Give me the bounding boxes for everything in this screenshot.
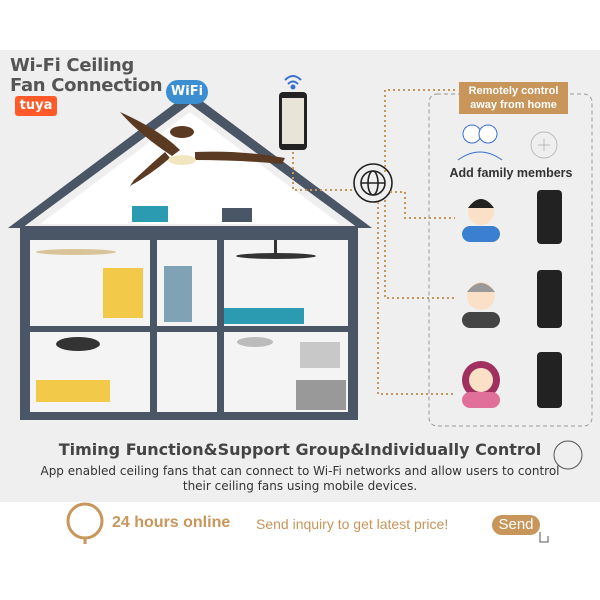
remote-control-label: Remotely control away from home [459,82,568,114]
ceiling-fan-small-2 [36,249,116,255]
ceiling-fan-round-2 [237,337,273,347]
remote-label-line-1: Remotely control [468,85,559,97]
house-illustration [8,92,372,420]
phone-icon-top [279,92,307,150]
send-button[interactable]: Send [492,515,540,535]
add-family-members-label: Add family members [449,166,573,180]
inquiry-text[interactable]: Send inquiry to get latest price! [256,516,449,532]
signature-stamp-icon [553,440,583,470]
ceiling-fan-round [56,337,100,351]
remote-label-line-2: away from home [470,99,557,111]
online-label: 24 hours online [112,514,231,531]
ceiling-fan-main [120,112,285,186]
wifi-signal-icon [284,75,302,90]
family-group-box [428,93,593,427]
feature-description: App enabled ceiling fans that can connec… [40,464,560,493]
tuya-logo: tuya [15,96,57,116]
avatar-elderly-man [462,282,500,328]
customer-service-icon [66,502,104,544]
title-line-2: Fan Connection [10,75,163,96]
avatar-young-man [462,199,500,242]
family-icon [457,124,503,161]
phone-icon [537,190,562,408]
avatar-woman [462,361,500,408]
wifi-logo: WiFi [166,80,208,104]
feature-headline: Timing Function&Support Group&Individual… [58,440,542,459]
add-member-icon [530,131,558,159]
globe-icon [353,163,393,203]
ceiling-fan-small [236,240,316,259]
title-line-1: Wi-Fi Ceiling [10,55,134,76]
connector-lines [292,89,458,395]
hand-cursor-icon [539,532,549,543]
